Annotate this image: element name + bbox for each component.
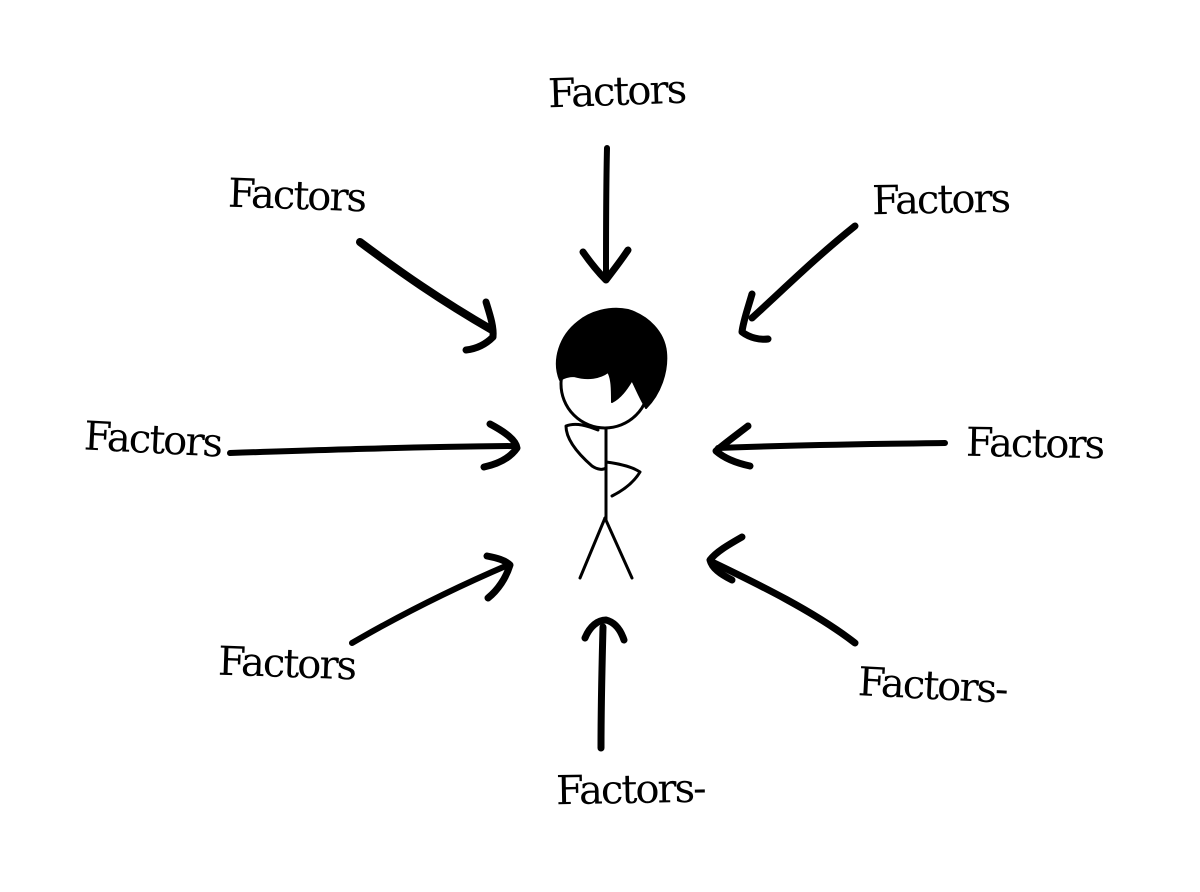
label-bottom-left: Factors — [217, 638, 356, 690]
label-top-right: Factors — [871, 175, 1010, 225]
figure-leg-right — [603, 516, 634, 580]
label-bottom-right: Factors- — [856, 659, 1008, 713]
arrow-right — [712, 422, 948, 470]
arrow-bottom-right — [706, 533, 859, 647]
label-bottom: Factors- — [555, 765, 705, 815]
label-top-left: Factors — [227, 170, 366, 222]
arrow-bottom-left — [349, 552, 514, 646]
arrow-left — [227, 420, 521, 471]
figure-hair — [555, 307, 668, 409]
label-top: Factors — [547, 66, 686, 118]
figure-leg-left — [578, 516, 607, 580]
arrow-top-left — [356, 238, 497, 354]
figure-arm-right — [604, 460, 642, 498]
label-left: Factors — [82, 413, 223, 467]
label-right: Factors — [965, 419, 1104, 469]
arrow-top — [579, 145, 632, 284]
arrow-bottom — [581, 616, 628, 752]
arrow-top-right — [738, 222, 859, 343]
figure-arm-left — [564, 422, 608, 471]
stick-figure — [555, 307, 668, 580]
